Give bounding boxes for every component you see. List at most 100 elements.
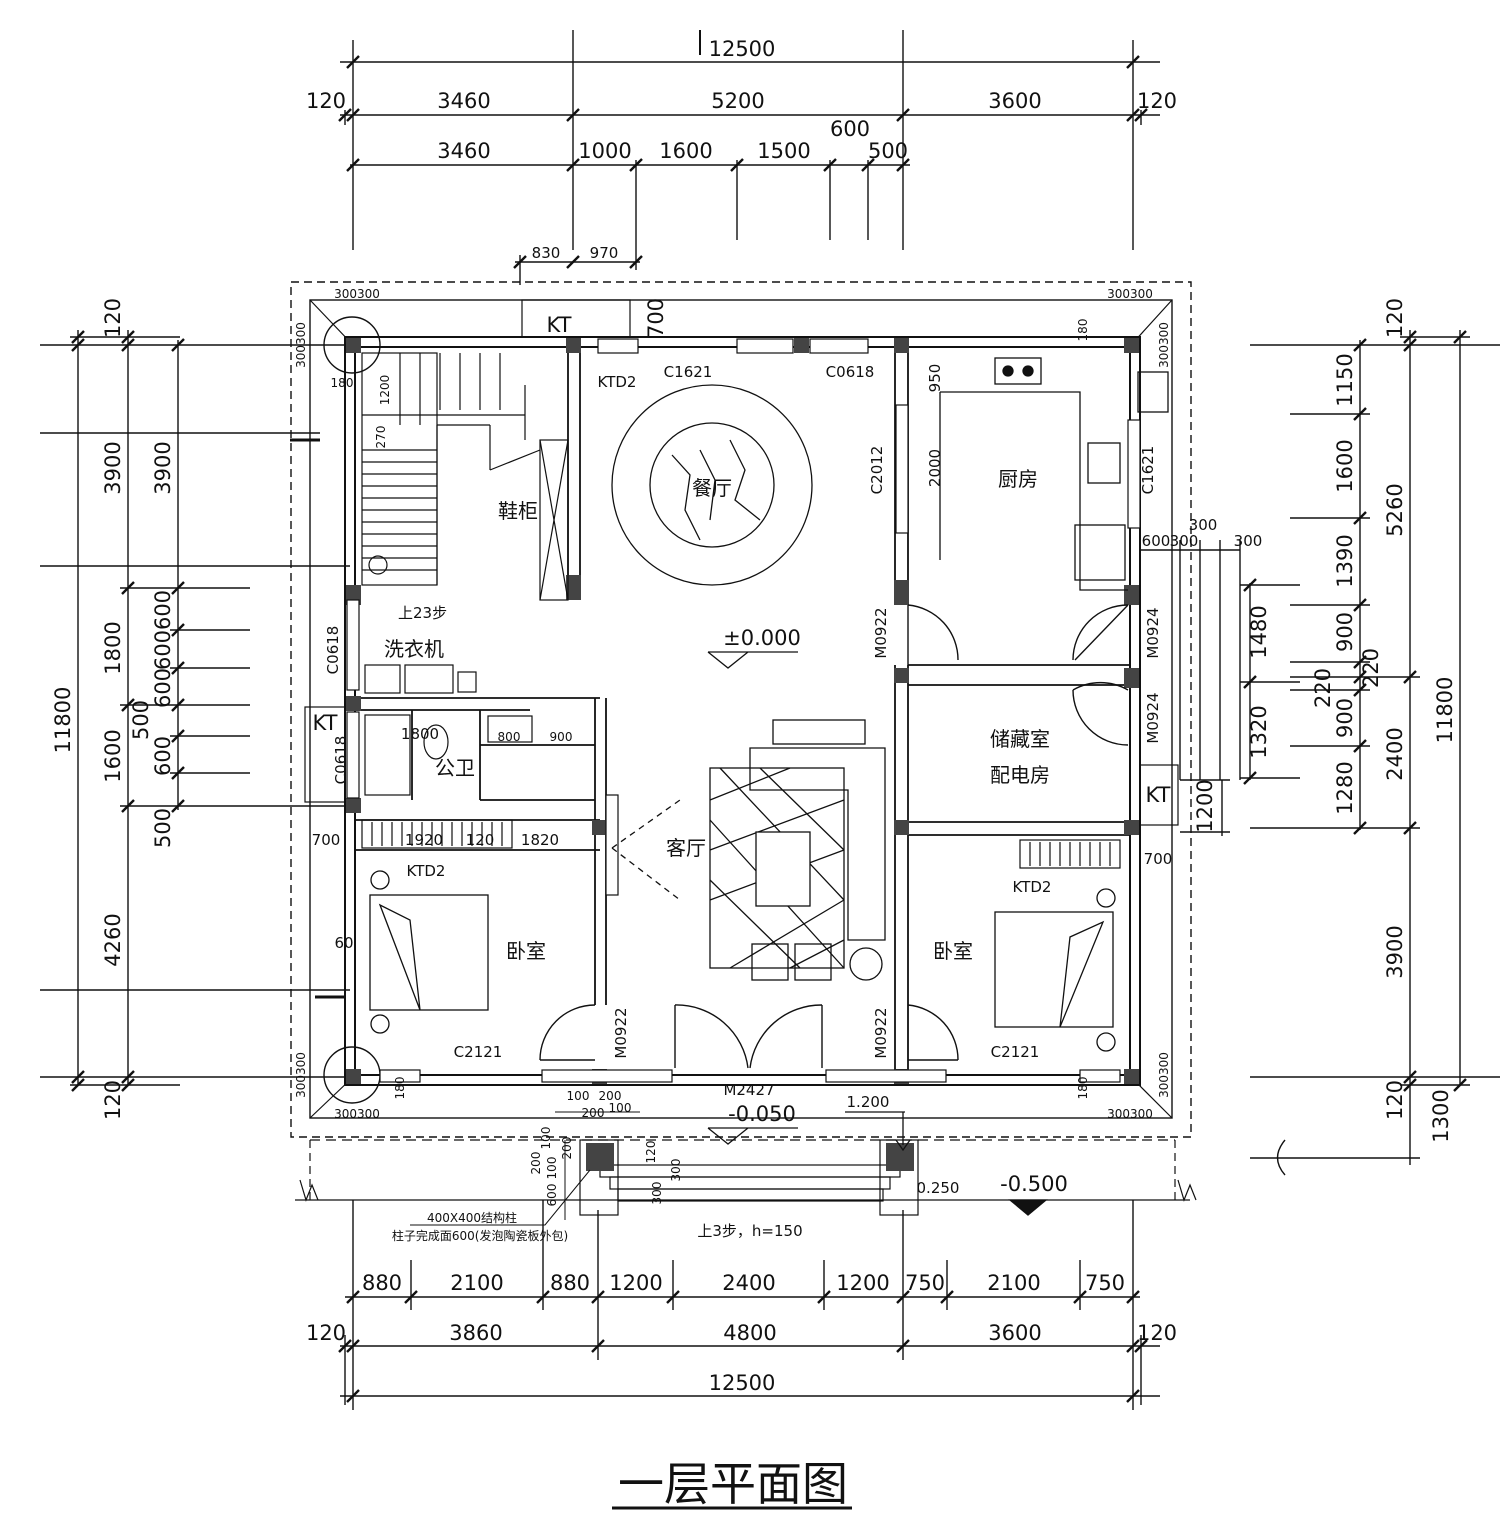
dim-300: 300: [669, 1159, 683, 1182]
drawing-title: 一层平面图: [612, 1457, 852, 1511]
label-c0618-left2: C0618: [332, 736, 350, 785]
room-dining: 餐厅: [692, 476, 732, 500]
label-ktd2-a: KTD2: [598, 373, 637, 391]
interior-walls: [355, 347, 1130, 1075]
annotation-leaders: [410, 1111, 640, 1226]
label-ktd2-b: KTD2: [407, 862, 446, 880]
dim-top-row2: 5200: [711, 89, 764, 113]
dim-corner: 300300: [1107, 287, 1153, 301]
dim-right-small: 1320: [1247, 705, 1271, 758]
label-c2012: C2012: [868, 446, 886, 495]
room-bedroom-left: 卧室: [506, 939, 546, 963]
windows: [346, 338, 1141, 1083]
dim-100: 100: [539, 1127, 553, 1150]
dim-bottom-row1: 1200: [609, 1271, 662, 1295]
dim-top-row3: 500: [868, 139, 908, 163]
dim-180: 180: [393, 1077, 407, 1100]
beds: [369, 870, 1116, 1052]
dim-700-top: 700: [644, 298, 668, 338]
dim-left-outer: 120: [101, 298, 125, 338]
dim-2000: 2000: [926, 449, 944, 487]
dim-200: 200: [560, 1137, 574, 1160]
level-porch: 0.250: [917, 1179, 960, 1197]
level-main: ±0.000: [723, 626, 801, 650]
dim-bottom-row1: 880: [362, 1271, 402, 1295]
label-c2121-left: C2121: [454, 1043, 503, 1061]
left-dimensions: [40, 330, 350, 1092]
dim-600: 600: [545, 1184, 559, 1207]
dim-left-outer: 1800: [101, 621, 125, 674]
dim-bottom-row2: 120: [1137, 1321, 1177, 1345]
dim-bottom-row1: 2100: [450, 1271, 503, 1295]
dim-200: 200: [529, 1152, 543, 1175]
dim-270: 270: [374, 426, 388, 449]
label-m0922-c: M0922: [872, 1007, 890, 1058]
dim-right-outer: 1300: [1429, 1089, 1453, 1142]
dim-right-outer: 3900: [1383, 925, 1407, 978]
dim-800: 800: [498, 730, 521, 744]
dim-right-outer: 5260: [1383, 483, 1407, 536]
dim-corner: 300300: [294, 1052, 308, 1098]
dim-100: 100: [567, 1089, 590, 1103]
label-kt-top: KT: [547, 313, 572, 337]
dim-700-right: 700: [1144, 850, 1173, 868]
dim-left-inner: 600: [151, 630, 175, 670]
dim-bottom-row2: 4800: [723, 1321, 776, 1345]
dim-1200: 1200: [378, 375, 392, 406]
label-c1621-top: C1621: [664, 363, 713, 381]
dim-top-row3: 600: [830, 117, 870, 141]
dim-right-small: 600: [1142, 532, 1171, 550]
dim-corner: 300300: [1157, 1052, 1171, 1098]
top-dimension-text: 12500 120 3460 5200 3600 120 3460 1000 1…: [306, 37, 1177, 262]
left-dimension-text: 11800 120 3900 1800 1600 4260 120 3900 6…: [51, 298, 175, 1120]
bottom-dimensions: [338, 1200, 1160, 1410]
dim-right-inner: 1600: [1333, 439, 1357, 492]
note-steps: 上3步，h=150: [697, 1222, 802, 1240]
dim-right-outer: 2400: [1383, 727, 1407, 780]
dim-right-inner: 900: [1333, 612, 1357, 652]
dim-120: 120: [466, 831, 495, 849]
label-c1621-right: C1621: [1139, 446, 1157, 495]
dim-corner: 300300: [1157, 322, 1171, 368]
dim-right-small: 1480: [1247, 605, 1271, 658]
dim-left-inner: 500: [151, 808, 175, 848]
room-toilet: 公卫: [435, 756, 475, 780]
dim-60: 60: [334, 934, 353, 952]
dim-right-inner: 220: [1359, 648, 1383, 688]
note-column-finish: 柱子完成面600(发泡陶瓷板外包): [392, 1228, 568, 1243]
dim-950: 950: [926, 364, 944, 393]
dim-right-small: 1200: [1193, 779, 1217, 832]
dim-right-small: 300: [1189, 516, 1218, 534]
dim-corner: 300300: [334, 1107, 380, 1121]
living-room-furniture: [611, 719, 886, 981]
bottom-dimension-text: 880 2100 880 1200 2400 1200 750 2100 750…: [306, 1271, 1177, 1395]
dim-top-row2: 3460: [437, 89, 490, 113]
dim-180: 180: [1076, 319, 1090, 342]
dim-300: 300: [650, 1182, 664, 1205]
bathroom-fixtures: [364, 664, 533, 796]
dim-right-small: 300: [1234, 532, 1263, 550]
level-porch-step: 1.200: [847, 1093, 890, 1111]
label-m0922-b: M0922: [612, 1007, 630, 1058]
dim-top-row2: 3600: [988, 89, 1041, 113]
dim-right-inner: 1390: [1333, 534, 1357, 587]
dim-right-small: 300: [1170, 532, 1199, 550]
top-dimensions: [338, 30, 1160, 285]
dim-right-outer: 120: [1383, 298, 1407, 338]
building-outline: [290, 281, 1197, 1216]
dim-left-outer: 4260: [101, 913, 125, 966]
level-labels: ±0.000 -0.050 1.200 0.250 -0.500: [723, 626, 1068, 1197]
dim-200: 200: [582, 1106, 605, 1120]
dim-100: 100: [545, 1157, 559, 1180]
opening-labels: C1621 C0618 C2012 C1621 C0618 C0618 M092…: [313, 313, 1171, 1099]
dim-top-row3: 1600: [659, 139, 712, 163]
dim-bottom-total: 12500: [709, 1371, 776, 1395]
room-bedroom-right: 卧室: [933, 939, 973, 963]
dim-top-total: 12500: [709, 37, 776, 61]
dim-bottom-row2: 120: [306, 1321, 346, 1345]
dim-1800: 1800: [401, 725, 439, 743]
dim-left-inner: 600: [151, 590, 175, 630]
dim-right-total: 11800: [1433, 677, 1457, 744]
label-c0618-top: C0618: [826, 363, 875, 381]
